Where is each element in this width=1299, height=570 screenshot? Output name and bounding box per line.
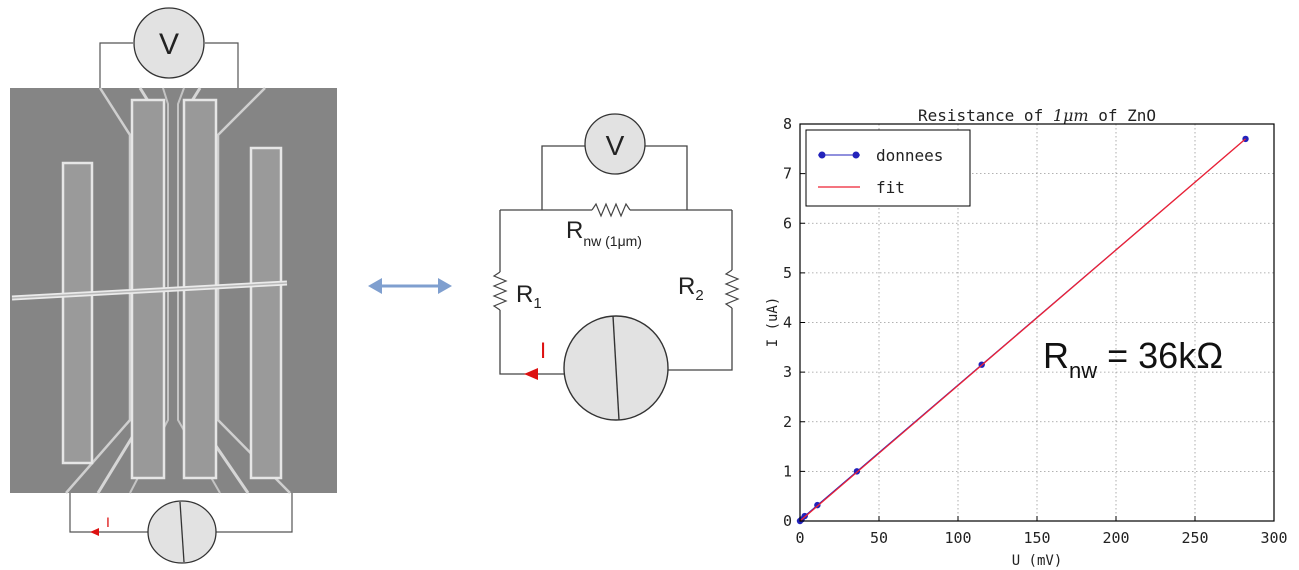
y-tick-label: 8	[783, 115, 792, 133]
r1-resistor-symbol	[492, 271, 508, 311]
x-tick-label: 0	[795, 529, 804, 547]
y-tick-label: 5	[783, 264, 792, 282]
y-tick-label: 1	[783, 462, 792, 480]
series-line-fit	[799, 138, 1246, 522]
r2-label: R2	[678, 273, 704, 304]
voltmeter-symbol	[133, 7, 205, 79]
y-tick-label: 3	[783, 363, 792, 381]
chart-legend: donnees fit	[805, 129, 971, 207]
circuit-current-arrow-icon	[524, 368, 538, 380]
r1-label: R1	[516, 281, 542, 312]
y-axis-label: I (uA)	[765, 297, 781, 348]
voltmeter-label: V	[159, 28, 179, 61]
equivalence-arrow-icon	[368, 278, 452, 294]
circuit-current-label: I	[540, 338, 546, 363]
circuit-voltmeter-label: V	[606, 130, 625, 161]
plot-frame	[799, 123, 1275, 522]
x-tick-label: 300	[1260, 529, 1287, 547]
x-tick-label: 250	[1181, 529, 1208, 547]
sem-device-panel: V I	[10, 7, 337, 564]
current-source-symbol	[147, 500, 217, 564]
x-tick-label: 50	[870, 529, 888, 547]
y-tick-label: 6	[783, 214, 792, 232]
sem-image	[10, 87, 337, 494]
x-axis-label: U (mV)	[1012, 553, 1063, 569]
legend-label-donnees: donnees	[876, 146, 943, 165]
x-tick-label: 150	[1023, 529, 1050, 547]
circuit-current-source-symbol	[563, 315, 669, 421]
y-tick-label: 2	[783, 413, 792, 431]
r2-resistor-symbol	[724, 269, 740, 309]
legend-label-fit: fit	[876, 178, 905, 197]
y-tick-label: 4	[783, 314, 792, 332]
rnw-resistor-symbol	[591, 202, 631, 218]
rnw-label: Rnw (1μm)	[566, 217, 642, 249]
circuit-voltmeter-symbol	[584, 113, 646, 175]
x-tick-label: 100	[944, 529, 971, 547]
resistance-annotation: Rnw = 36kΩ	[1043, 335, 1223, 383]
y-tick-label: 7	[783, 165, 792, 183]
x-tick-label: 200	[1102, 529, 1129, 547]
equivalent-circuit: V Rnw (1μm) R1 R2 I	[492, 113, 740, 421]
y-tick-label: 0	[783, 512, 792, 530]
chart-title: Resistance of 1μm of ZnO	[918, 106, 1156, 125]
current-arrow-icon	[90, 528, 99, 536]
current-label: I	[106, 514, 110, 530]
